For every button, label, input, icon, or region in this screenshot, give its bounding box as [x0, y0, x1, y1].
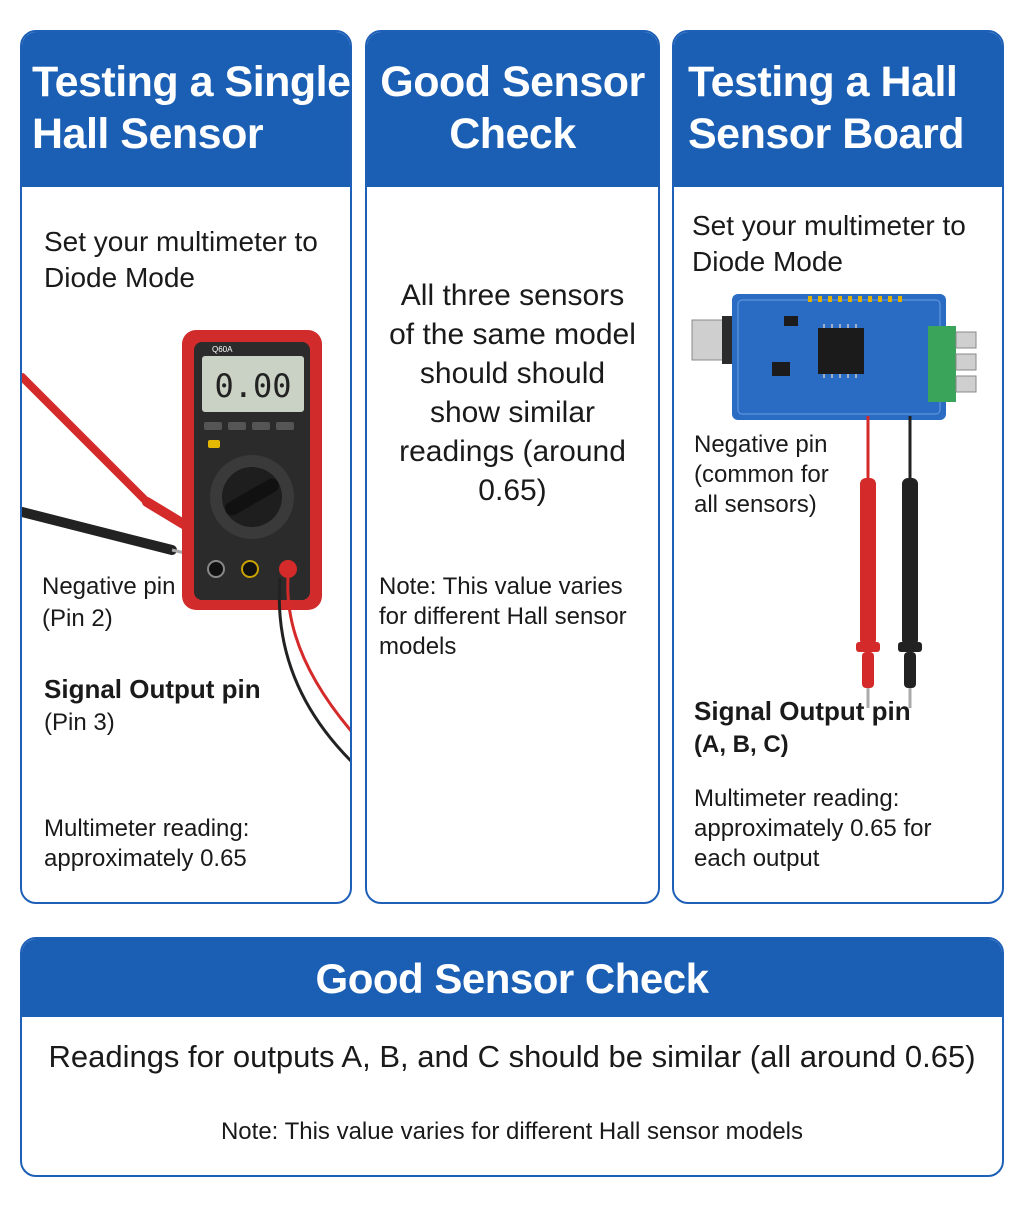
bottom-note: Note: This value varies for different Ha… — [220, 1118, 804, 1145]
board-reading-label: Multimeter reading: approximately 0.65 f… — [694, 785, 932, 872]
card-single-sensor-title: Testing a Single Hall Sensor — [32, 58, 351, 158]
card-single-sensor: Testing a Single Hall Sensor Set your mu… — [20, 30, 352, 904]
single-signal-pin: (Pin 3) — [44, 709, 115, 736]
card-bottom-header: Good Sensor Check — [22, 939, 1002, 1017]
good-sensor-note: Note: This value varies for different Ha… — [379, 573, 627, 660]
bottom-body: Readings for outputs A, B, and C should … — [48, 1039, 976, 1074]
board-signal-label: Signal Output pin — [694, 696, 911, 726]
card-good-sensor-title: Good Sensor Check — [380, 58, 645, 158]
meter-brand: Q60A — [212, 345, 233, 354]
single-instruction: Set your multimeter to Diode Mode — [44, 226, 318, 293]
card-bottom-good-sensor: Good Sensor Check Readings for outputs A… — [20, 937, 1004, 1177]
single-signal-label: Signal Output pin — [44, 674, 261, 704]
card-sensor-board: Testing a Hall Sensor Board Set your mul… — [672, 30, 1004, 904]
good-sensor-body: All three sensors of the same model shou… — [389, 279, 636, 507]
single-reading-label: Multimeter reading: — [44, 815, 250, 842]
sensor-board-illustration — [691, 294, 977, 708]
single-negative-label: Negative pin — [42, 573, 176, 600]
meter-display-text: 0.00 — [214, 367, 291, 405]
card-single-sensor-header: Testing a Single Hall Sensor — [22, 32, 350, 187]
board-signal-pins: (A, B, C) — [694, 731, 789, 758]
single-negative-pin: (Pin 2) — [42, 605, 113, 632]
multimeter-illustration: 0.00 Q60A — [22, 330, 350, 762]
card-good-sensor-header: Good Sensor Check — [367, 32, 658, 187]
single-reading-value: approximately 0.65 — [44, 845, 247, 872]
board-negative-label: Negative pin (common for all sensors) — [694, 431, 829, 518]
board-instruction: Set your multimeter to Diode Mode — [692, 210, 966, 277]
card-good-sensor: Good Sensor Check All three sensors of t… — [365, 30, 660, 904]
card-sensor-board-header: Testing a Hall Sensor Board — [674, 32, 1002, 187]
card-bottom-title: Good Sensor Check — [315, 955, 709, 1002]
card-sensor-board-title: Testing a Hall Sensor Board — [688, 58, 964, 158]
